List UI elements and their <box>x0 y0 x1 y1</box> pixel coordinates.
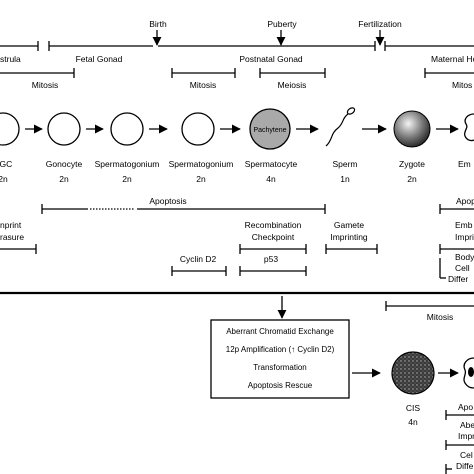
apoptosis-bar <box>41 204 474 214</box>
sperm-label: Sperm <box>332 159 357 169</box>
tumor-cel-line2: Diffe <box>456 461 474 471</box>
spermatocyte-cell <box>249 108 291 150</box>
puberty-marker: Puberty <box>267 19 297 46</box>
pgc-cell <box>0 112 20 146</box>
meiosis-label: Meiosis <box>278 80 307 90</box>
p53-bar <box>239 266 307 276</box>
zygote-label: Zygote <box>399 159 425 169</box>
tumor-mitosis-bar <box>385 301 474 311</box>
tumor-cell <box>463 357 474 389</box>
transformation-box: Aberrant Chromatid Exchange 12p Amplific… <box>210 319 350 399</box>
gamete-imprinting-bar <box>325 244 378 254</box>
mitosis-fetal-label: Mitosis <box>32 80 58 90</box>
box-line-3: Transformation <box>253 363 307 372</box>
tumor-mitosis-label: Mitosis <box>427 312 453 322</box>
box-line-4: Apoptosis Rescue <box>248 381 313 390</box>
gamete-imprinting-line1: Gamete <box>334 220 365 230</box>
birth-label: Birth <box>149 19 167 29</box>
phase-fetal-gonad: Fetal Gonad <box>76 54 123 64</box>
box-line-2: 12p Amplification (↑ Cyclin D2) <box>226 345 335 354</box>
fertilization-label: Fertilization <box>358 19 402 29</box>
tumor-abe-bar <box>445 440 474 450</box>
timeline <box>0 41 474 51</box>
embryo-imprinting-line1: Emb <box>455 220 473 230</box>
spermatogonium-2-label: Spermatogonium <box>169 159 234 169</box>
phase-gastrula: strula <box>0 54 21 64</box>
cis-cell <box>391 351 435 395</box>
gonocyte-label: Gonocyte <box>46 159 83 169</box>
zygote-cell <box>393 110 431 148</box>
tumor-apo-bar <box>445 410 474 420</box>
spermatocyte-ploidy: 4n <box>266 174 276 184</box>
imprint-erasure-bar <box>0 244 37 254</box>
pgc-label: PGC <box>0 159 12 169</box>
recombination-bar <box>239 244 307 254</box>
body-cell-diff-line2: Cell <box>455 263 470 273</box>
body-cell-diff-line3: Differ <box>448 274 468 284</box>
sperm-ploidy: 1n <box>340 174 350 184</box>
tumor-apo-label: Apo <box>458 402 473 412</box>
cell-row: Pachytene <box>0 107 474 150</box>
fertilization-marker: Fertilization <box>358 19 402 46</box>
body-cell-diff-line1: Body <box>455 252 474 262</box>
apoptosis-label: Apoptosis <box>149 196 186 206</box>
cell-labels: PGC 2n Gonocyte 2n Spermatogonium 2n Spe… <box>0 159 471 184</box>
gamete-imprinting-line2: Imprinting <box>330 232 368 242</box>
apoptosis-right-label: Apop <box>456 196 474 206</box>
phase-postnatal-gonad: Postnatal Gonad <box>239 54 303 64</box>
gonocyte-cell <box>47 112 81 146</box>
spermatogonium-1-cell <box>110 112 144 146</box>
cyclin-d2-label: Cyclin D2 <box>180 254 217 264</box>
zygote-ploidy: 2n <box>407 174 417 184</box>
gonocyte-ploidy: 2n <box>59 174 69 184</box>
spermatogonium-2-ploidy: 2n <box>196 174 206 184</box>
spermatogonium-2-cell <box>181 112 215 146</box>
box-line-1: Aberrant Chromatid Exchange <box>226 327 334 336</box>
birth-marker: Birth <box>149 19 167 46</box>
body-cell-diff-bar <box>439 258 446 279</box>
pgc-ploidy: 2n <box>0 174 8 184</box>
p53-label: p53 <box>264 254 278 264</box>
embryo-imprinting-bar <box>439 244 474 254</box>
tumor-cel-line1: Cel <box>460 450 473 460</box>
imprint-erasure-line2: rasure <box>0 232 24 242</box>
tumor-cel-bar <box>445 464 452 474</box>
recombination-line2: Checkpoint <box>252 232 295 242</box>
embryo-imprinting-line2: Impri <box>455 232 474 242</box>
mitosis-maternal-label: Mitos <box>452 80 472 90</box>
spermatocyte-label: Spermatocyte <box>245 159 298 169</box>
cis-ploidy: 4n <box>408 417 418 427</box>
imprint-erasure-line1: nprint <box>0 220 22 230</box>
division-bars <box>0 68 474 78</box>
embryo-cell <box>463 113 474 142</box>
mitosis-postnatal-label: Mitosis <box>190 80 216 90</box>
spermatogonium-1-label: Spermatogonium <box>95 159 160 169</box>
recombination-line1: Recombination <box>245 220 302 230</box>
cis-label: CIS <box>406 403 421 413</box>
pachytene-label: Pachytene <box>253 127 286 134</box>
tumor-abe-line2: Impr <box>458 431 474 441</box>
tumor-abe-line1: Abe <box>460 420 474 430</box>
embryo-label: Em <box>458 159 471 169</box>
cyclin-d2-bar <box>171 266 227 276</box>
sperm-cell <box>325 107 356 147</box>
puberty-label: Puberty <box>267 19 297 29</box>
phase-maternal-host: Maternal Hostl <box>431 54 474 64</box>
spermatogonium-1-ploidy: 2n <box>122 174 132 184</box>
